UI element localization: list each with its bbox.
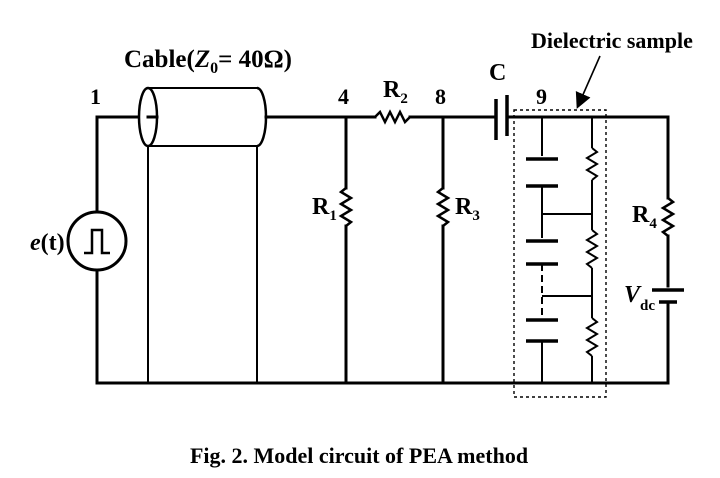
sample-boundary-box [513, 109, 607, 398]
r2-resistor [374, 109, 411, 125]
node-4-label: 4 [338, 84, 349, 109]
node-8-label: 8 [435, 84, 446, 109]
node-9-label: 9 [536, 84, 547, 109]
r1-label: R1 [312, 194, 337, 224]
coupling-capacitor [494, 95, 670, 140]
source-label: e(t) [30, 230, 65, 256]
r3-resistor [435, 115, 451, 385]
source-branch [66, 115, 152, 385]
vdc-label: Vdc [624, 282, 655, 314]
dielectric-sample-model [513, 109, 607, 398]
r4-vdc-branch [652, 115, 684, 385]
capacitor-label: C [489, 60, 506, 86]
node-1-label: 1 [90, 84, 101, 109]
pointer-arrow-icon [575, 55, 601, 109]
figure-caption: Fig. 2. Model circuit of PEA method [190, 443, 528, 468]
pulse-source-icon [66, 210, 128, 272]
r3-label: R3 [455, 194, 480, 224]
pulse-symbol-icon [84, 228, 110, 255]
r4-label: R4 [632, 202, 657, 232]
dielectric-sample-label: Dielectric sample [531, 28, 693, 53]
r1-resistor [338, 115, 354, 385]
r4-resistor [660, 197, 676, 237]
cable-label: Cable(Z0= 40Ω) [124, 46, 292, 77]
r2-label: R2 [383, 77, 408, 107]
coax-cable-icon [137, 86, 268, 383]
